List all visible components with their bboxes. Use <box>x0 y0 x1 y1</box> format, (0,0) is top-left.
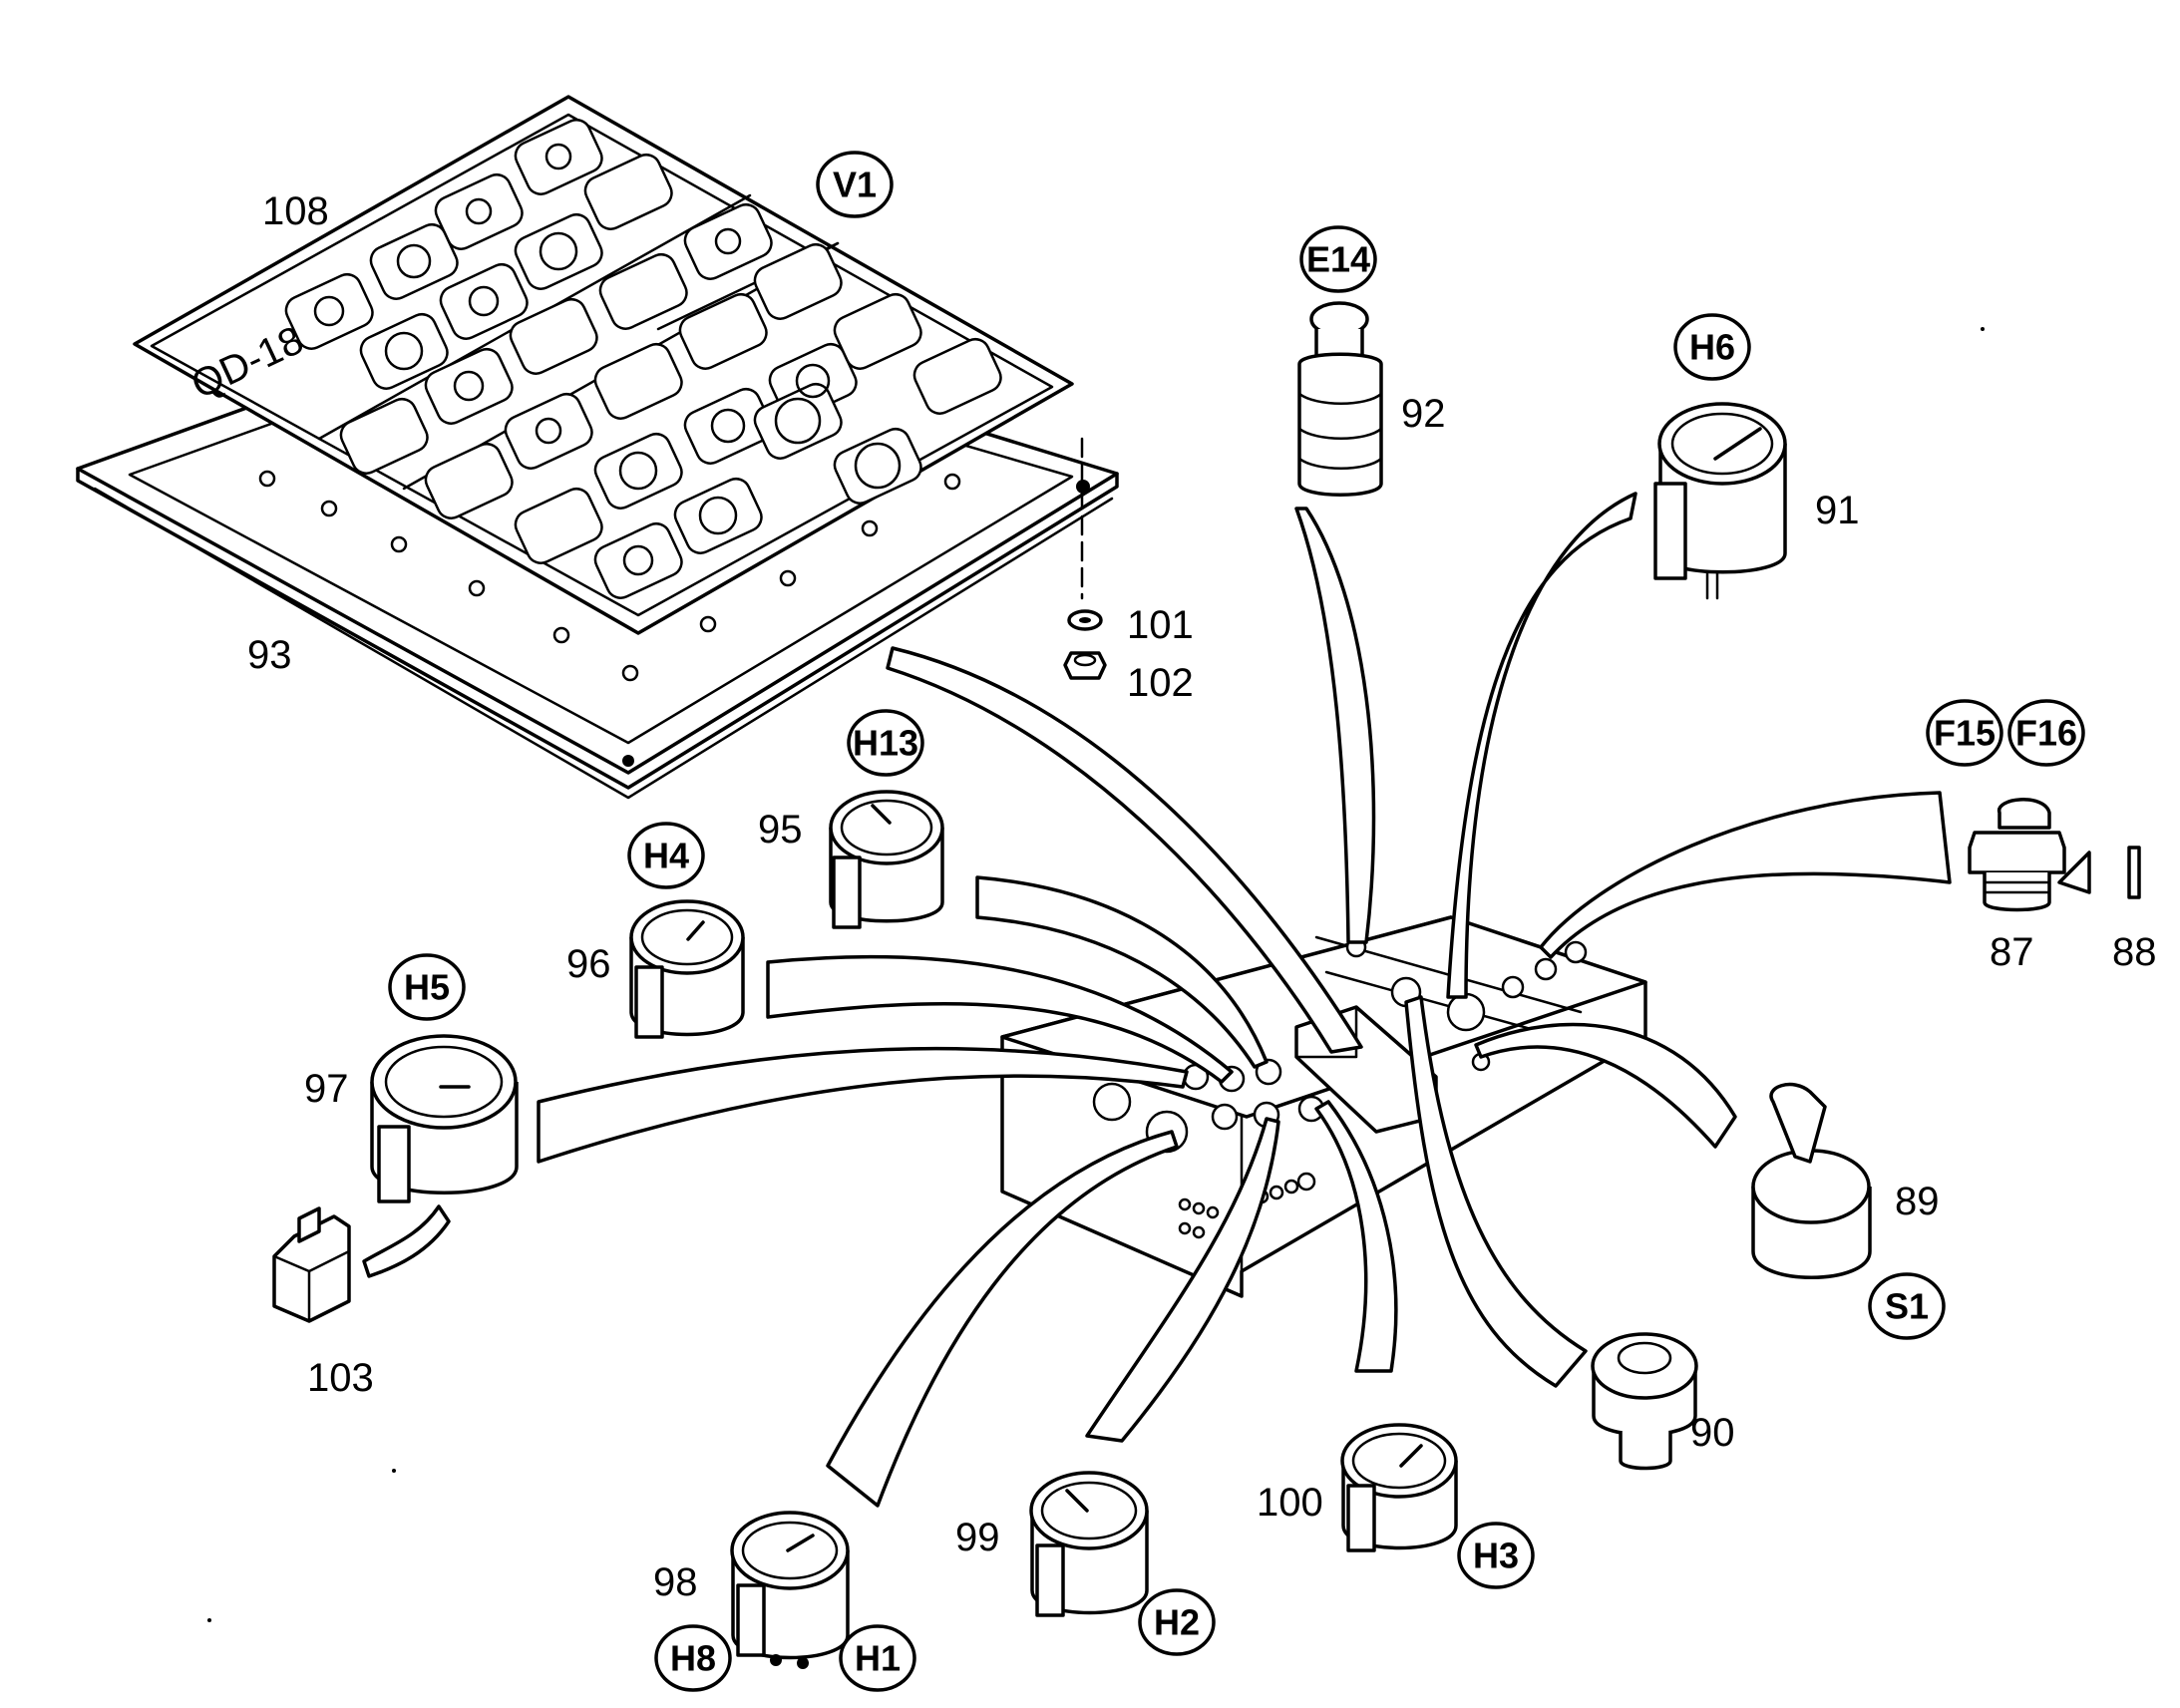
gauge-h5 <box>370 1034 519 1203</box>
label-88: 88 <box>2112 930 2157 974</box>
label-87: 87 <box>1990 930 2034 974</box>
gauge-h3 <box>1340 1423 1458 1552</box>
screw-washer-nut <box>1063 437 1107 680</box>
label-91: 91 <box>1815 489 1860 532</box>
callout-h1: H1 <box>855 1638 901 1679</box>
membrane-keypad-panel: QD-18 <box>133 95 1074 635</box>
component-callouts: V1 E14 H6 F15 F16 H13 H4 H5 S1 H3 H2 H8 … <box>388 151 2085 1692</box>
gauge-h13 <box>829 790 944 929</box>
gauge-h6 <box>1653 402 1787 600</box>
assembly-arrows <box>362 492 2091 1508</box>
label-101: 101 <box>1127 603 1194 647</box>
push-button <box>1591 1332 1698 1471</box>
relay <box>272 1206 351 1323</box>
label-89: 89 <box>1895 1180 1940 1223</box>
label-103: 103 <box>307 1356 374 1400</box>
plate-bolt-holes <box>258 470 1090 767</box>
callout-h2: H2 <box>1154 1602 1200 1643</box>
label-93: 93 <box>247 633 292 677</box>
label-90: 90 <box>1690 1411 1735 1455</box>
gauge-h4 <box>629 899 745 1039</box>
callout-f15: F15 <box>1934 713 1996 754</box>
label-92: 92 <box>1401 392 1446 436</box>
label-108: 108 <box>262 189 329 233</box>
connector-pins <box>1178 1172 1316 1239</box>
callout-h6: H6 <box>1689 327 1735 368</box>
callout-f16: F16 <box>2015 713 2077 754</box>
label-97: 97 <box>304 1067 349 1111</box>
callout-h3: H3 <box>1473 1536 1519 1576</box>
gauge-h2 <box>1029 1471 1149 1617</box>
gauge-h8-h1 <box>730 1511 850 1669</box>
label-95: 95 <box>758 808 803 852</box>
keypad-cells <box>284 118 1002 599</box>
callout-s1: S1 <box>1885 1286 1929 1327</box>
callout-e14: E14 <box>1306 239 1370 280</box>
label-96: 96 <box>566 942 611 986</box>
label-100: 100 <box>1257 1481 1323 1525</box>
label-99: 99 <box>955 1516 1000 1559</box>
callout-h8: H8 <box>670 1638 716 1679</box>
cigar-lighter <box>1297 301 1383 497</box>
label-102: 102 <box>1127 661 1194 705</box>
callout-h5: H5 <box>404 967 450 1008</box>
fuse-holder <box>1968 798 2141 912</box>
keypad-symbols <box>313 143 902 576</box>
label-98: 98 <box>653 1560 698 1604</box>
part-number-labels: 108 93 92 91 101 102 95 96 97 87 88 89 9… <box>247 189 2157 1604</box>
callout-v1: V1 <box>833 165 877 205</box>
key-switch <box>1751 1082 1872 1279</box>
callout-h13: H13 <box>853 723 918 764</box>
callout-h4: H4 <box>643 836 689 876</box>
